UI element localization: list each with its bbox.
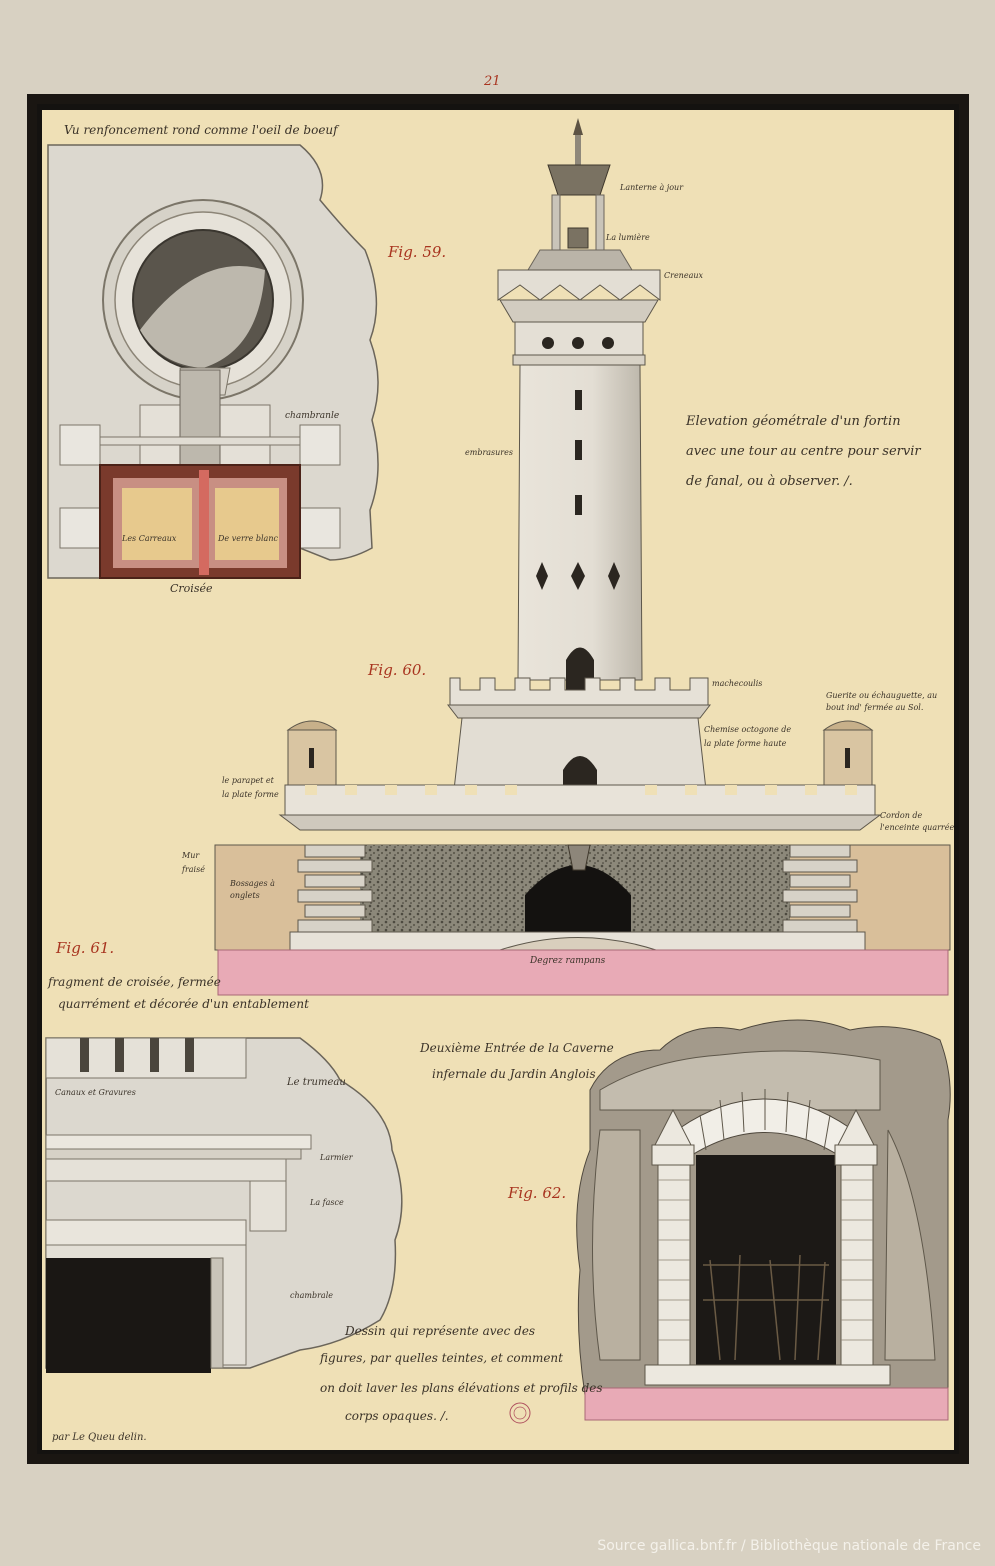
- fig-59-label-carreaux: Les Carreaux: [121, 534, 177, 543]
- fig-61-label-fasce: La fasce: [309, 1198, 344, 1207]
- fig-60-label-bossages-1: Bossages à: [229, 879, 275, 888]
- fig-60-label-lumiere: La lumière: [605, 233, 650, 242]
- fig-59-heading: Vu renfoncement rond comme l'oeil de boe…: [64, 123, 340, 137]
- fig-60-drawing: [214, 118, 951, 996]
- fig-59-label-verre: De verre blanc: [217, 534, 278, 543]
- fig-60-title-line-3: de fanal, ou à observer. /.: [686, 474, 853, 489]
- fig-61-drawing: [45, 1037, 403, 1373]
- page-number: 21: [484, 74, 501, 89]
- fig-60-label-cordon-2: l'enceinte quarrée: [880, 823, 954, 832]
- fig-60-label-bossages-2: onglets: [230, 891, 260, 900]
- note-line-4: corps opaques. /.: [345, 1409, 449, 1423]
- fig-61-caption-line-2: quarrément et décorée d'un entablement: [58, 997, 309, 1011]
- fig-60-label-guerite-2: bout ind' fermée au Sol.: [826, 703, 923, 712]
- source-footer: Source gallica.bnf.fr / Bibliothèque nat…: [597, 1538, 981, 1554]
- fig-62-number: Fig. 62.: [507, 1184, 566, 1202]
- fig-60-label-chemisee-2: la plate forme haute: [704, 739, 787, 748]
- notes: Dessin qui représente avec des figures, …: [52, 1324, 603, 1443]
- fig-60-label-chemisee-1: Chemise octogone de: [704, 725, 791, 734]
- fig-60-label-parapet-1: le parapet et: [222, 776, 275, 785]
- fig-61-label-trumeau: Le trumeau: [286, 1077, 346, 1088]
- fig-60-label-lanterne: Lanterne à jour: [619, 183, 684, 192]
- fig-59-label-croisee: Croisée: [170, 582, 213, 595]
- fig-60-label-creneaux: Creneaux: [664, 271, 703, 280]
- fig-60-label-mur-2: fraisé: [181, 865, 205, 874]
- fig-60-title-line-1: Elevation géométrale d'un fortin: [685, 414, 901, 429]
- fig-59-drawing: [47, 144, 379, 579]
- fig-61-number: Fig. 61.: [55, 939, 114, 957]
- fig-62-caption-line-1: Deuxième Entrée de la Caverne: [419, 1041, 614, 1055]
- fig-59-number: Fig. 59.: [387, 243, 446, 261]
- fig-60-number: Fig. 60.: [367, 661, 426, 679]
- fig-62-drawing: [576, 1019, 951, 1421]
- fig-61-label-larmier: Larmier: [319, 1153, 354, 1162]
- fig-60-label-embrasures: embrasures: [465, 448, 513, 457]
- fig-59-label-chambranle: chambranle: [285, 411, 339, 421]
- note-line-3: on doit laver les plans élévations et pr…: [320, 1381, 603, 1395]
- fig-62-caption-line-2: infernale du Jardin Anglois: [432, 1067, 596, 1081]
- fig-60-label-parapet-2: la plate forme: [222, 790, 279, 799]
- fig-59-labels: Vu renfoncement rond comme l'oeil de boe…: [64, 123, 446, 595]
- note-line-1: Dessin qui représente avec des: [344, 1324, 535, 1338]
- signature: par Le Queu delin.: [52, 1432, 147, 1443]
- library-stamp: [509, 1402, 531, 1424]
- fig-60-label-mur-1: Mur: [181, 851, 200, 860]
- fig-60-label-guerite-1: Guerite ou échauguette, au: [826, 691, 937, 700]
- fig-61-labels: Fig. 61. fragment de croisée, fermée qua…: [47, 939, 354, 1300]
- fig-61-caption-line-1: fragment de croisée, fermée: [47, 975, 221, 989]
- fig-60-title-line-2: avec une tour au centre pour servir: [686, 444, 921, 459]
- fig-60-label-degrez: Degrez rampans: [529, 956, 606, 966]
- fig-60-label-machecoulis: machecoulis: [712, 679, 762, 688]
- note-line-2: figures, par quelles teintes, et comment: [319, 1351, 563, 1365]
- fig-60-labels: Lanterne à jour La lumière Creneaux Elev…: [181, 183, 954, 966]
- fig-60-label-cordon-1: Cordon de: [880, 811, 923, 820]
- fig-61-label-chambrale: chambrale: [290, 1291, 333, 1300]
- fig-61-label-canaux: Canaux et Gravures: [55, 1088, 136, 1097]
- fig-62-labels: Deuxième Entrée de la Caverne infernale …: [419, 1041, 614, 1202]
